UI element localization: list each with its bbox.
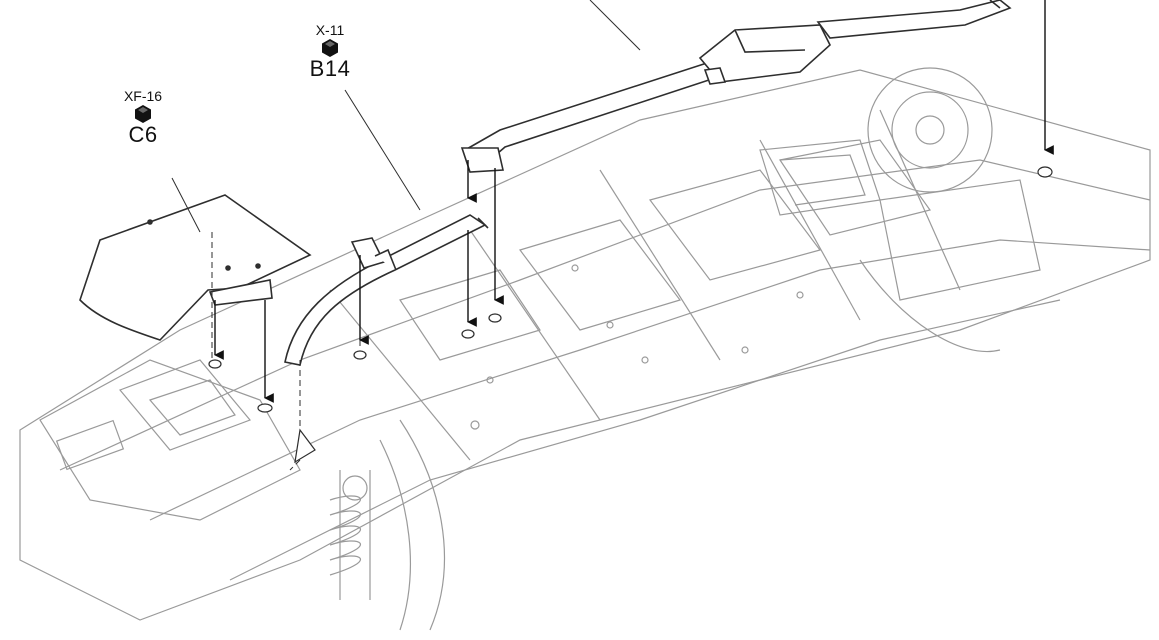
main-exhaust-assembly (460, 0, 1012, 173)
fastener-code-x11: X-11 (315, 22, 345, 38)
callout-b14: X-11 B14 (305, 22, 355, 81)
part-label-c6: C6 (128, 122, 158, 147)
mount-points (208, 166, 1053, 464)
installation-arrows (214, 0, 1054, 403)
hex-nut-icon (322, 39, 338, 57)
chassis-frame (19, 67, 1151, 631)
part-label-b14: B14 (309, 56, 351, 81)
front-exhaust-pipe (284, 214, 489, 366)
callout-c6: XF-16 C6 (118, 88, 168, 147)
hex-nut-icon (135, 105, 151, 123)
leader-lines (171, 0, 641, 233)
heat-shield (79, 194, 312, 341)
fastener-code-xf16: XF-16 (123, 88, 163, 104)
